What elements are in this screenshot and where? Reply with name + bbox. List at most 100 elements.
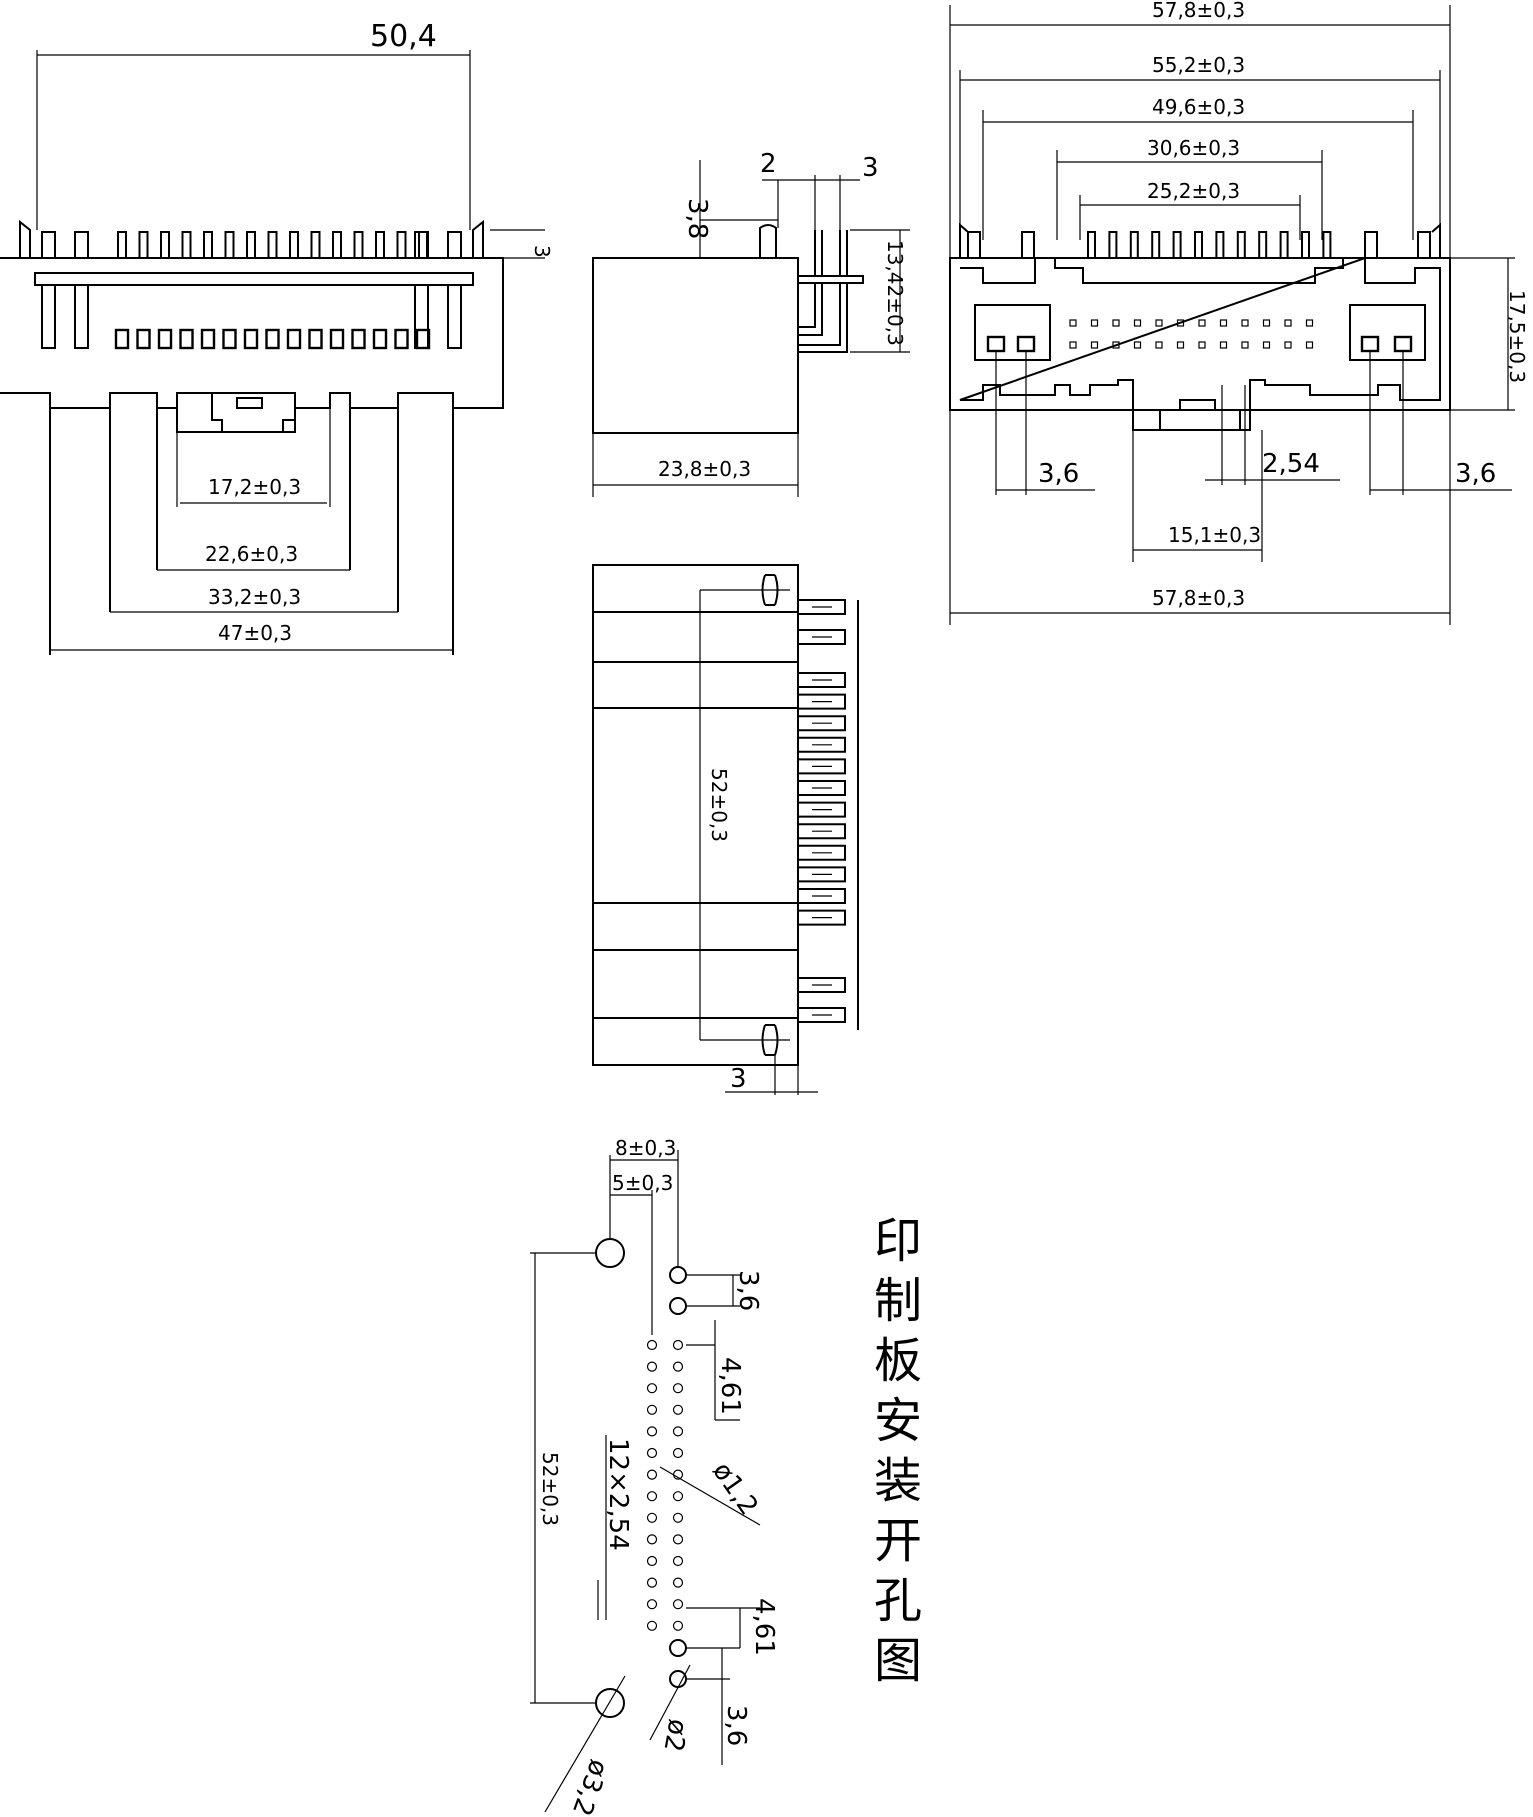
top-pin: [798, 758, 846, 775]
side-pins: [798, 230, 848, 353]
side-dim-3-8: 3,8: [682, 198, 712, 239]
top-pin: [798, 888, 846, 904]
right-hole: [1069, 341, 1077, 349]
front-side-pin: [414, 231, 429, 349]
front-pin: [117, 231, 127, 258]
pcb-dim-3-6-top: 3,6: [733, 1270, 763, 1311]
pcb-hole: [672, 1361, 684, 1372]
right-dim-w1: 57,8±0,3: [1152, 0, 1245, 22]
right-hole: [1305, 341, 1314, 349]
pcb-hole: [672, 1599, 684, 1610]
top-pin: [798, 629, 846, 645]
front-pin-foot: [329, 328, 345, 350]
pcb-hole: [646, 1383, 658, 1394]
right-pin: [1279, 231, 1289, 258]
front-pin-foot: [136, 328, 151, 350]
front-pin: [267, 231, 278, 258]
right-inner: [959, 256, 1441, 431]
right-hole: [1176, 341, 1185, 349]
front-pin-foot: [179, 328, 194, 350]
front-pin: [289, 231, 299, 258]
right-hole: [1176, 319, 1185, 327]
front-pin: [138, 231, 149, 258]
right-side-pin: [1364, 231, 1378, 258]
front-pin-foot: [222, 328, 237, 350]
right-pin: [1322, 231, 1332, 258]
front-pin: [375, 231, 385, 258]
front-pin-foot: [265, 328, 280, 350]
top-pin: [798, 844, 846, 861]
top-pins: [798, 599, 859, 1030]
top-body: [592, 564, 799, 1066]
top-dim-offset: 3: [730, 1064, 747, 1094]
right-pin: [1215, 231, 1225, 258]
front-pin-foot: [157, 328, 173, 350]
right-pin: [1129, 231, 1139, 258]
pcb-dim-pitch: 12×2,54: [603, 1438, 633, 1551]
top-pin: [798, 977, 846, 993]
front-pin-foot: [286, 328, 302, 350]
pcb-hole: [672, 1555, 684, 1567]
pcb-hole: [646, 1339, 658, 1351]
right-dim-bottom: 57,8±0,3: [1152, 586, 1245, 610]
front-pin: [246, 231, 256, 258]
right-dim-w2: 55,2±0,3: [1152, 53, 1245, 77]
right-pin: [1172, 231, 1182, 258]
side-post: [759, 224, 777, 258]
right-dim-pitch-left: 3,6: [1038, 459, 1079, 489]
top-pin: [798, 823, 846, 840]
right-pin: [1108, 231, 1118, 258]
right-dim-w3: 49,6±0,3: [1152, 95, 1245, 119]
right-dim-w4: 30,6±0,3: [1147, 136, 1240, 160]
pcb-hole: [646, 1426, 658, 1437]
right-hole: [1112, 319, 1120, 327]
right-dim-w5: 25,2±0,3: [1147, 179, 1240, 203]
top-pin: [798, 736, 846, 753]
front-dim-4: 47±0,3: [218, 621, 292, 645]
side-dim-width: 23,8±0,3: [658, 457, 751, 481]
right-block-left: [974, 304, 1051, 361]
front-pin-foot: [351, 328, 366, 350]
top-pin: [798, 599, 846, 615]
pcb-hole: [646, 1620, 658, 1631]
pcb-dim-4-61-bot: 4,61: [749, 1598, 779, 1656]
pcb-hole: [646, 1512, 658, 1523]
front-side-pin: [41, 231, 56, 349]
right-hole: [1198, 341, 1206, 349]
front-pin: [203, 231, 213, 258]
right-hole: [1262, 341, 1271, 349]
top-view: 52±0,3 3: [592, 564, 859, 1095]
pcb-hole: [646, 1555, 658, 1567]
side-dim-height: 13,42±0,3: [883, 240, 907, 346]
right-hole: [1219, 319, 1228, 327]
pcb-holes: [646, 1339, 684, 1631]
top-pin: [798, 909, 846, 926]
pcb-hole: [646, 1404, 658, 1415]
side-view: 3,8 2 3 13,42±0,3 23,8±0,3: [592, 149, 910, 497]
front-pin: [181, 231, 192, 258]
front-pin: [396, 231, 407, 258]
front-dim-1: 17,2±0,3: [208, 475, 301, 499]
front-pin-foot: [200, 328, 216, 350]
right-pin: [1258, 231, 1268, 258]
pcb-dim-8: 8±0,3: [615, 1136, 676, 1160]
pcb-hole: [672, 1426, 684, 1437]
top-pin: [798, 780, 846, 796]
front-latch: [211, 393, 295, 433]
right-pin: [1236, 231, 1246, 258]
top-pin: [798, 672, 846, 688]
right-pin: [1301, 231, 1310, 258]
right-signal-holes: [1069, 319, 1314, 349]
pcb-hole: [672, 1512, 684, 1523]
pcb-dim-hole: ø1,2: [706, 1457, 763, 1521]
right-hole: [1155, 341, 1163, 349]
right-dim-pitch-right: 3,6: [1455, 459, 1496, 489]
right-outer: [949, 257, 1451, 411]
front-lower-outline: [49, 408, 454, 655]
front-view: 50,4 3 17,2±0,3 22,6±0,3 33,2±0,3 47±0,3: [0, 19, 554, 655]
right-end-posts: [959, 222, 1441, 258]
pcb-hole: [672, 1447, 684, 1459]
front-pin-foot: [308, 328, 323, 350]
front-pins: [19, 219, 484, 350]
